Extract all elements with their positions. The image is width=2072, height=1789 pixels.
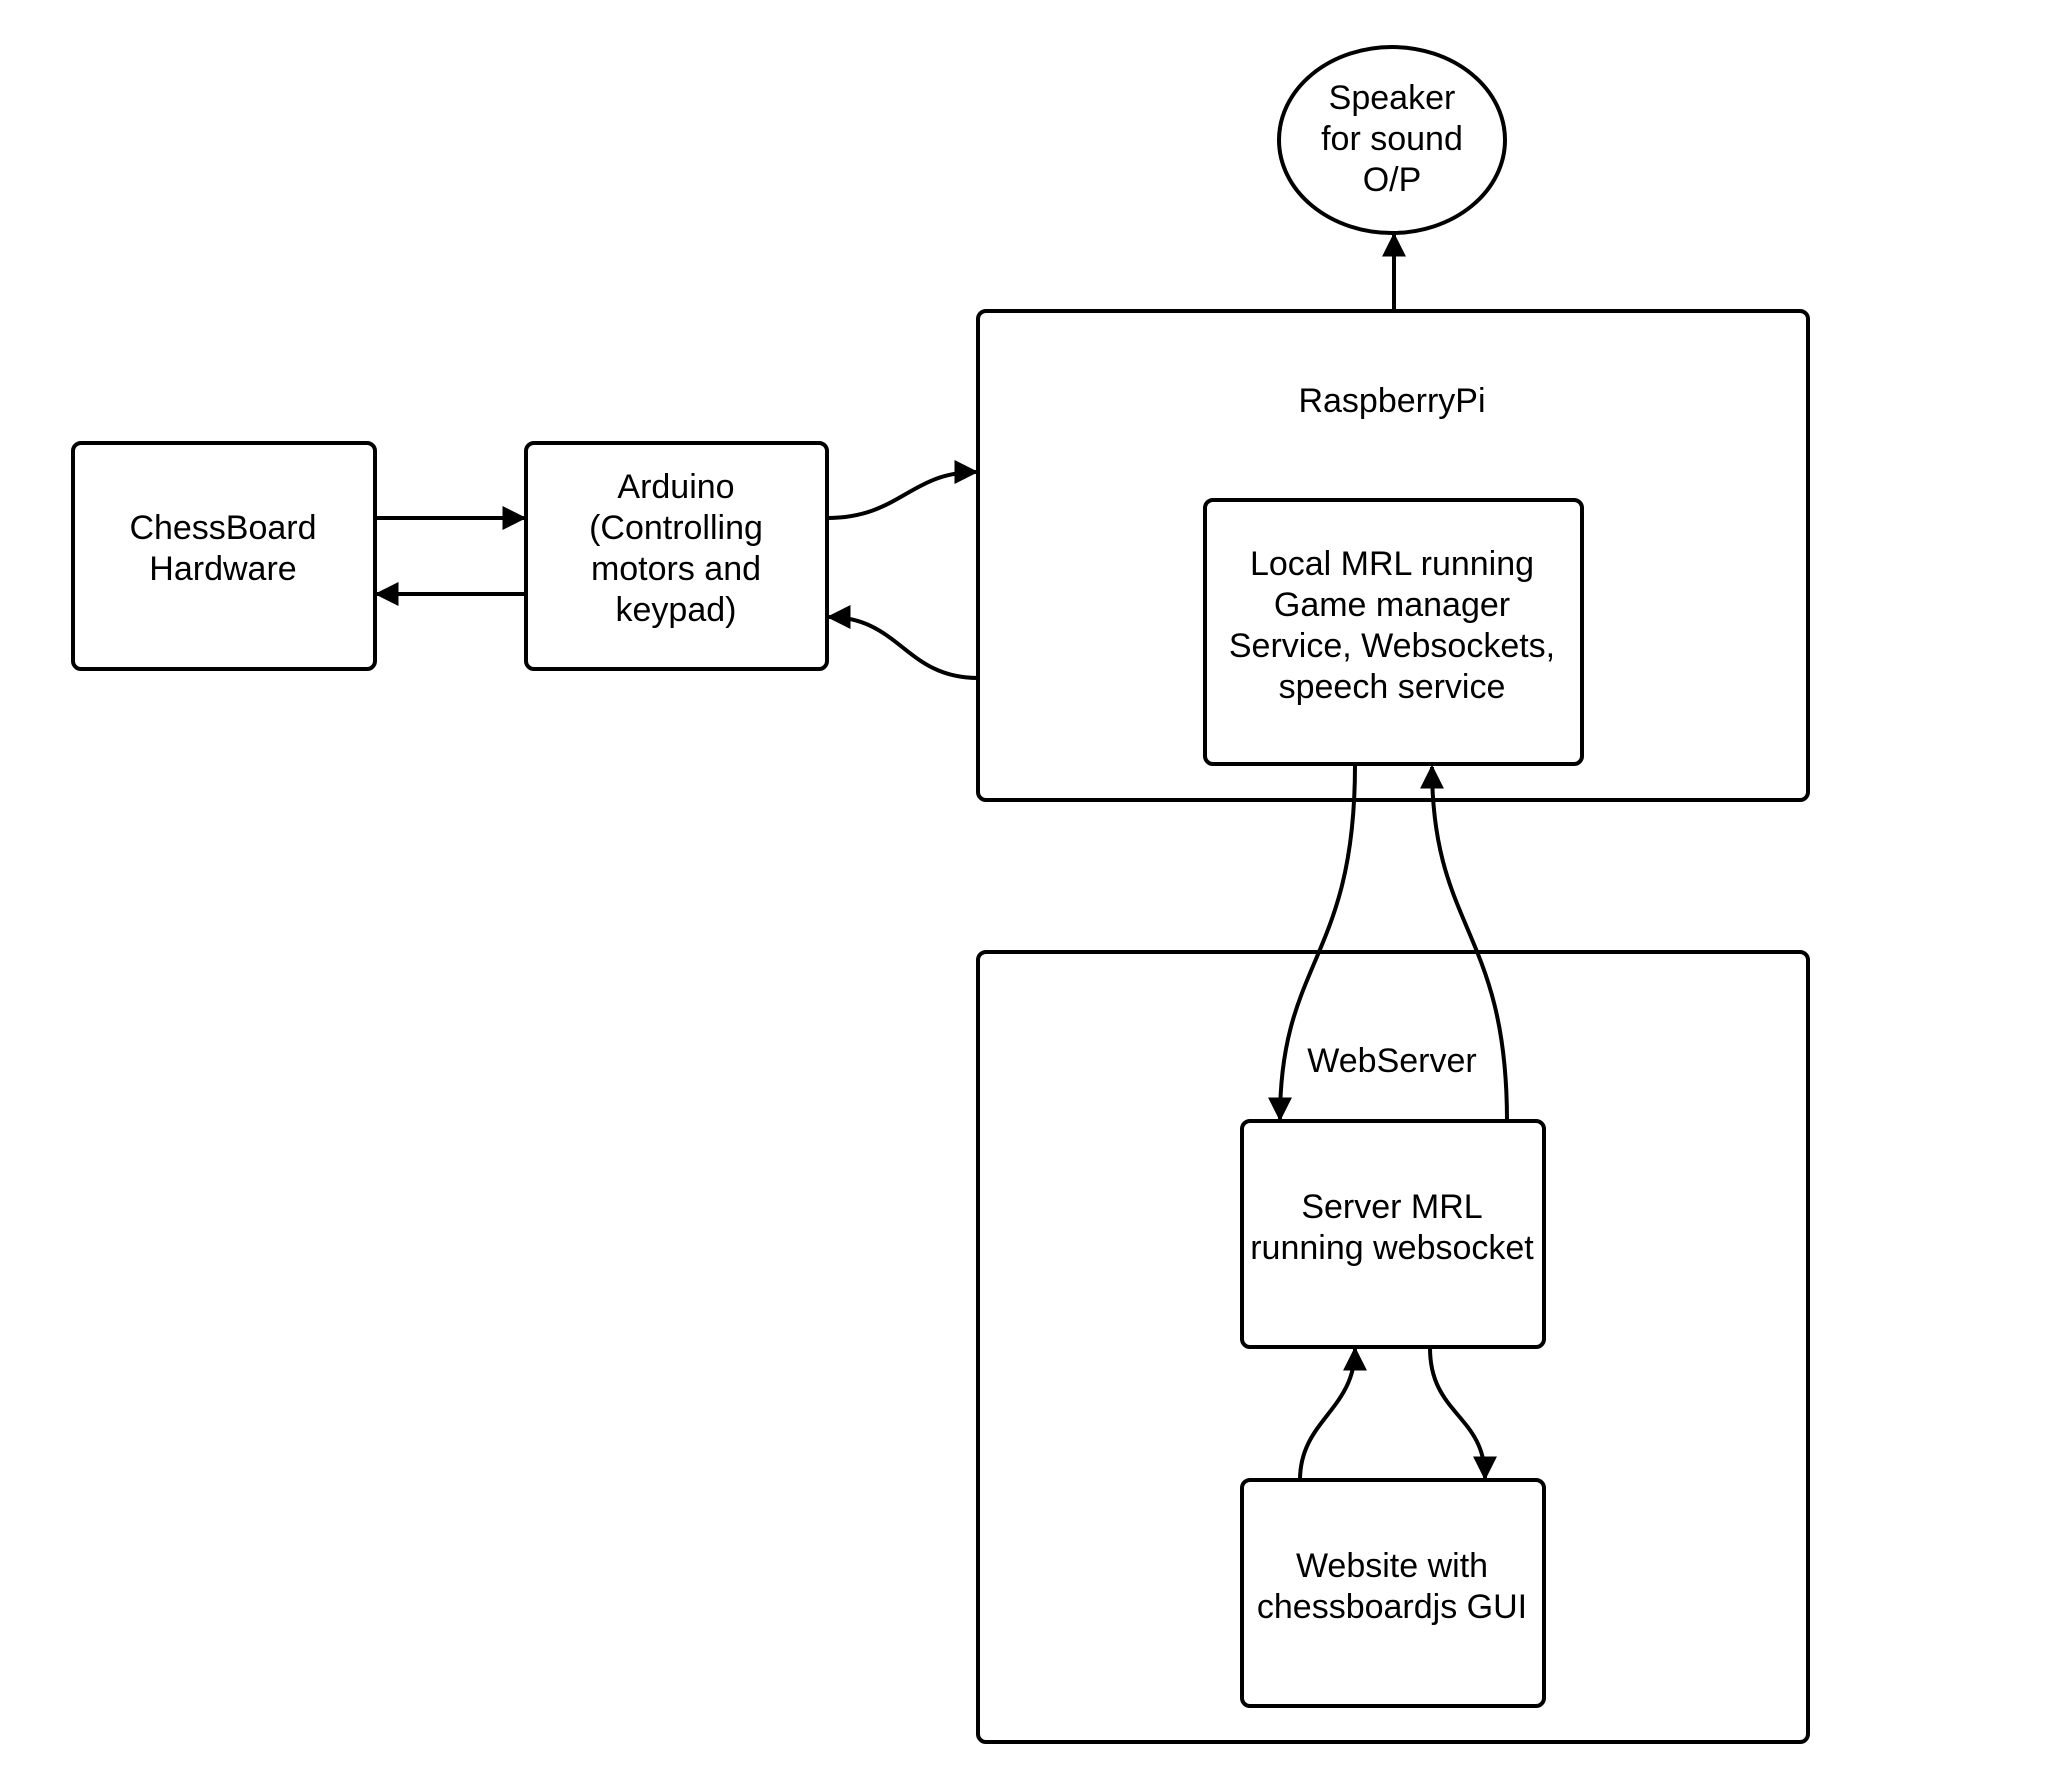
- arduino-label-line: Arduino: [617, 468, 734, 506]
- chessboard-label-line: ChessBoard: [129, 509, 316, 547]
- chessboard-label-line: Hardware: [149, 550, 296, 588]
- website-label-line: Website with: [1296, 1547, 1488, 1585]
- webserver-label: WebServer: [1307, 1042, 1476, 1080]
- local-mrl-node: [1203, 498, 1584, 766]
- local-mrl-to-server-mrl-arrow: [1268, 764, 1357, 1122]
- server-mrl-to-local-mrl-arrow: [1420, 764, 1509, 1122]
- local-mrl-label-line: speech service: [1279, 668, 1506, 706]
- arduino-label-line: keypad): [616, 591, 737, 629]
- speaker-label-line: for sound: [1321, 120, 1463, 158]
- server-mrl-label-line: Server MRL: [1301, 1188, 1482, 1226]
- chessboard-node: [71, 441, 377, 671]
- arduino-label-line: motors and: [591, 550, 761, 588]
- speaker-label-line: Speaker: [1329, 79, 1456, 117]
- arduino-node: [524, 441, 829, 671]
- website-label-line: chessboardjs GUI: [1257, 1588, 1527, 1626]
- website-to-server-mrl-arrow: [1298, 1346, 1367, 1481]
- local-mrl-label-line: Local MRL running: [1250, 545, 1534, 583]
- server-mrl-to-website-arrow: [1428, 1347, 1497, 1481]
- server-mrl-node: [1240, 1119, 1546, 1349]
- raspberry-pi-label-line: RaspberryPi: [1298, 382, 1485, 420]
- local-mrl-label-line: Service, Websockets,: [1229, 627, 1555, 665]
- raspberry-pi-label: RaspberryPi: [1298, 382, 1485, 420]
- speaker-label-line: O/P: [1363, 161, 1422, 199]
- webserver-container: [976, 950, 1810, 1744]
- arduino-label-line: (Controlling: [589, 509, 763, 547]
- website-node: [1240, 1478, 1546, 1708]
- arduino-to-raspberry-pi-arrow: [826, 460, 979, 520]
- raspberry-pi-to-arduino-arrow: [826, 605, 979, 680]
- server-mrl-label-line: running websocket: [1250, 1229, 1534, 1267]
- webserver-label-line: WebServer: [1307, 1042, 1476, 1080]
- local-mrl-label-line: Game manager: [1274, 586, 1510, 624]
